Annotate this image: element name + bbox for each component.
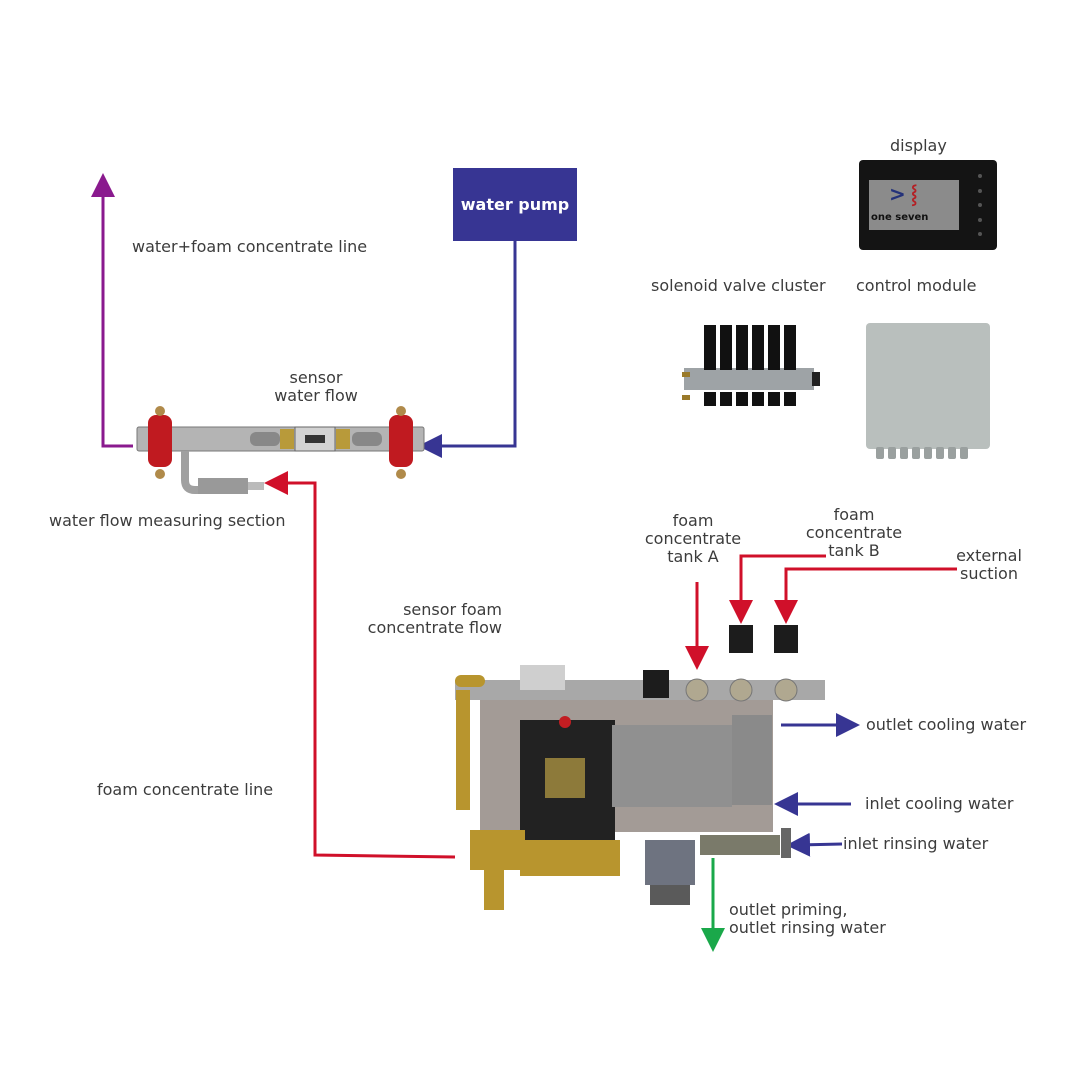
water-foam-line [91,173,133,448]
foam-concentrate-line-label: foam concentrate line [97,780,274,799]
inlet-rinsing-arrow [786,832,843,857]
tank-a-line1: foam [672,511,714,530]
display-label: display [890,136,947,155]
outlet-priming-line2: outlet rinsing water [729,918,886,937]
sensor-foam-flow-line1: sensor foam [403,600,502,619]
tank-b-line2: concentrate [805,523,903,542]
external-suction-label: external suction [944,547,1034,583]
tank-a-line3: tank A [667,547,719,566]
control-module-image [866,323,990,449]
outlet-priming-line1: outlet priming, [729,900,848,919]
water-foam-line-label: water+foam concentrate line [132,237,368,256]
sensor-water-flow-line2: water flow [274,386,358,405]
water-pump-box: water pump [453,168,577,241]
tank-a-line2: concentrate [644,529,742,548]
external-suction-line2: suction [960,564,1018,583]
water-pump-line [418,241,517,458]
inlet-cooling-water-label: inlet cooling water [865,794,1014,813]
control-module-label: control module [856,276,977,295]
sensor-water-flow-label: sensor water flow [266,369,366,405]
display-image: > ⸾ one seven [859,160,997,250]
sensor-foam-flow-label: sensor foam concentrate flow [360,601,502,637]
water-flow-measuring-section-label: water flow measuring section [49,511,286,530]
tank-b-line1: foam [833,505,875,524]
foam-concentrate-line [264,471,456,859]
brand-arrow-icon: > [889,182,906,206]
sensor-foam-flow-line2: concentrate flow [367,618,502,637]
tank-b-label: foam concentrate tank B [799,506,909,560]
display-brand: one seven [871,212,929,223]
tank-b-line3: tank B [828,541,880,560]
tank-b-arrow [729,554,826,624]
tank-a-label: foam concentrate tank A [638,512,748,566]
external-suction-line1: external [956,546,1022,565]
sensor-water-flow-line1: sensor [289,368,343,387]
display-screen [869,180,959,230]
foam-pump-unit-image [455,625,825,910]
solenoid-valve-cluster-image [682,325,820,406]
water-flow-measuring-section [136,406,425,494]
solenoid-valve-cluster-label: solenoid valve cluster [651,276,826,295]
inlet-rinsing-water-label: inlet rinsing water [843,834,989,853]
outlet-cooling-water-label: outlet cooling water [866,715,1027,734]
display-buttons [973,174,987,236]
control-module-glands [876,447,986,461]
brand-flame-icon: ⸾ [911,184,918,205]
external-suction-arrow [774,567,957,624]
outlet-priming-label: outlet priming, outlet rinsing water [729,901,886,937]
